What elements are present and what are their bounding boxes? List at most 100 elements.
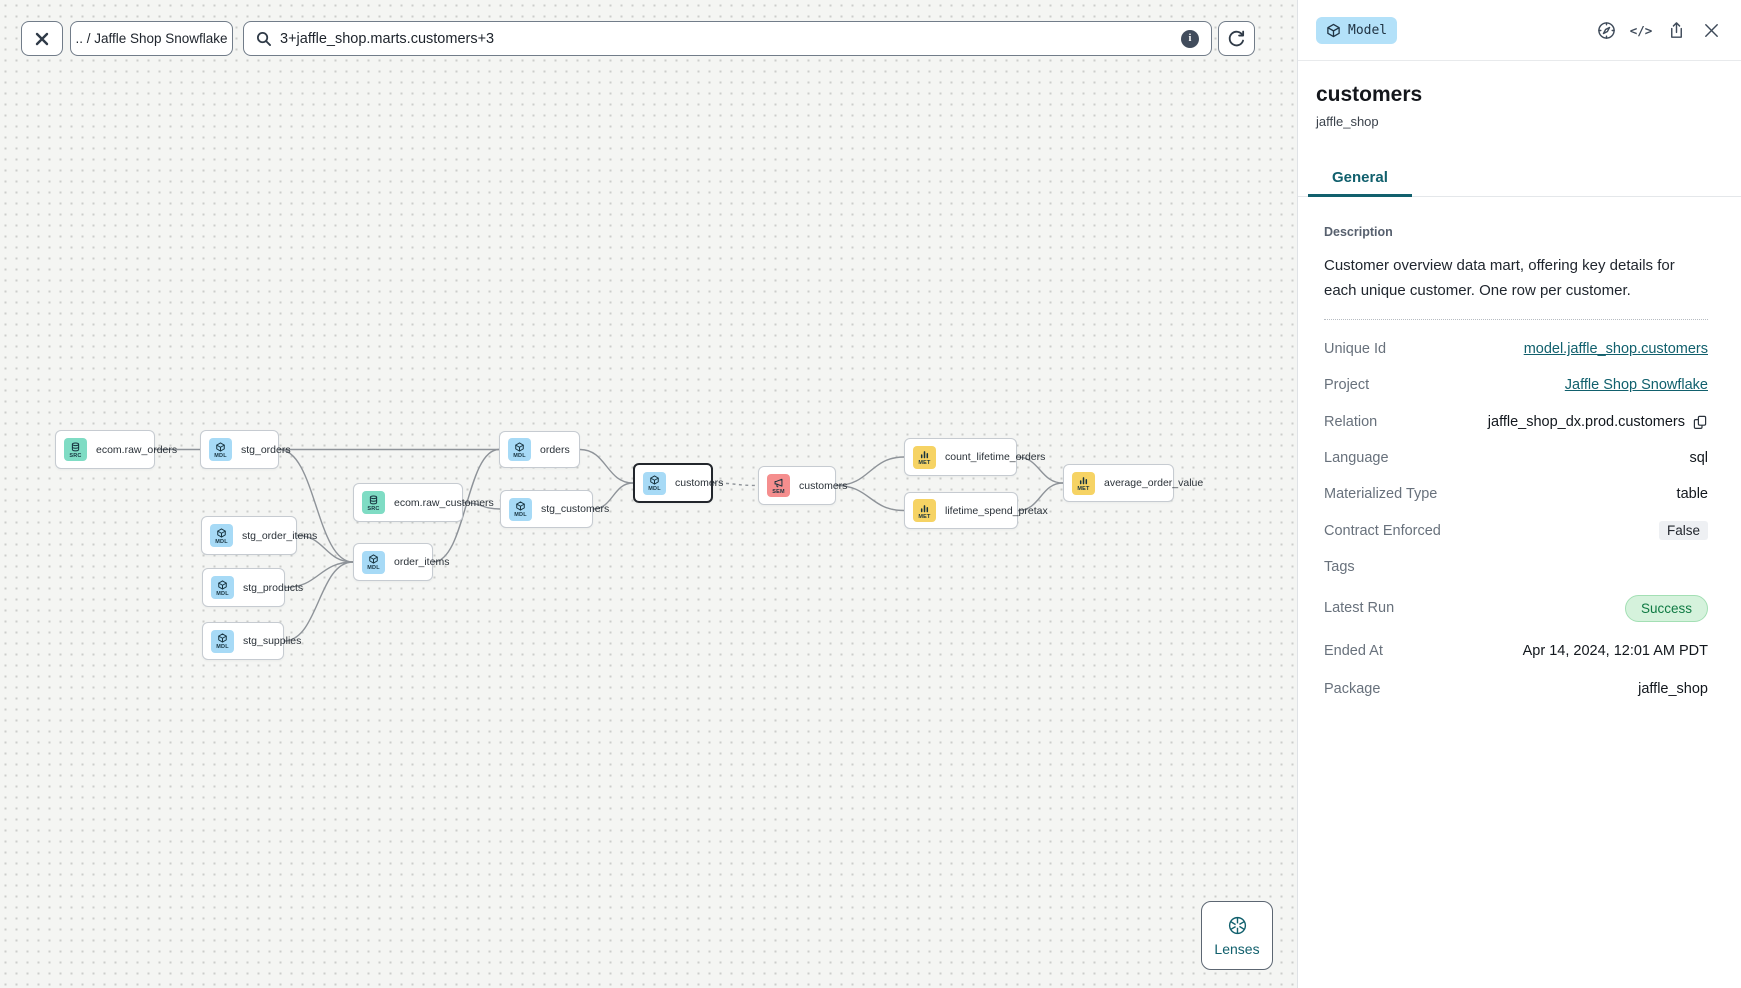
package-value: jaffle_shop: [1638, 681, 1708, 698]
field-label: Relation: [1324, 413, 1378, 430]
node-type-chip: SRC: [362, 491, 385, 514]
graph-edge: [712, 482, 759, 487]
panel-header: Model </>: [1298, 0, 1741, 61]
node-label: lifetime_spend_pretax: [945, 504, 1048, 517]
field-value-project: Jaffle Shop Snowflake: [1565, 377, 1708, 393]
node-type-code: SEM: [772, 488, 785, 495]
node-type-code: SRC: [69, 452, 82, 459]
field-row-project: Project Jaffle Shop Snowflake: [1324, 367, 1708, 403]
database-icon: [70, 441, 81, 452]
lenses-button[interactable]: Lenses: [1201, 901, 1273, 970]
lens-aperture-icon: [1228, 916, 1246, 934]
explore-lineage-button[interactable]: [1594, 18, 1618, 42]
field-label: Materialized Type: [1324, 486, 1438, 503]
graph-edge: [835, 456, 905, 487]
graph-edge: [835, 484, 905, 512]
node-label: average_order_value: [1104, 477, 1204, 489]
graph-edge: [284, 561, 354, 589]
node-type-code: MDL: [648, 486, 661, 492]
cube-icon: [217, 579, 228, 590]
field-value-latest-run: Success: [1624, 594, 1708, 622]
description-text: Customer overview data mart, offering ke…: [1324, 257, 1675, 299]
ended-at-value: Apr 14, 2024, 12:01 AM PDT: [1522, 643, 1708, 660]
copy-icon[interactable]: [1692, 414, 1708, 430]
graph-node-customers[interactable]: MDL customers: [633, 463, 723, 503]
graph-edge: [432, 448, 500, 563]
breadcrumb[interactable]: .. / Jaffle Shop Snowflake: [70, 21, 233, 56]
node-label: stg_orders: [241, 443, 291, 456]
field-value-contract-enforced: False: [1658, 521, 1708, 541]
breadcrumb-label: .. / Jaffle Shop Snowflake: [75, 31, 228, 46]
node-type-code: MET: [918, 460, 931, 466]
field-value-unique-id: model.jaffle_shop.customers: [1524, 341, 1708, 357]
resource-type-label: Model: [1348, 22, 1388, 38]
info-icon[interactable]: i: [1181, 29, 1199, 48]
code-icon: </>: [1629, 22, 1653, 38]
lenses-label: Lenses: [1214, 940, 1260, 957]
section-divider: [1324, 319, 1708, 320]
node-label: stg_supplies: [243, 635, 302, 647]
panel-title-block: customers jaffle_shop: [1298, 61, 1741, 129]
close-lineage-button[interactable]: [21, 21, 63, 56]
search-input[interactable]: [280, 30, 1172, 47]
graph-edge: [1016, 456, 1064, 484]
node-label: stg_customers: [541, 503, 610, 515]
field-label: Ended At: [1324, 643, 1383, 660]
refresh-button[interactable]: [1218, 21, 1255, 56]
project-link[interactable]: Jaffle Shop Snowflake: [1564, 377, 1708, 394]
node-label: customers: [675, 477, 724, 489]
node-type-code: MDL: [514, 512, 527, 518]
cube-icon: [368, 554, 379, 564]
node-type-code: MDL: [214, 452, 227, 459]
node-type-code: MDL: [215, 538, 228, 545]
cube-icon: [514, 441, 525, 452]
graph-edge: [278, 448, 354, 563]
view-code-button[interactable]: </>: [1629, 18, 1653, 42]
share-button[interactable]: [1664, 18, 1688, 42]
bar-chart-icon: [1078, 475, 1089, 485]
cube-icon: [217, 633, 228, 643]
field-value-package: jaffle_shop: [1638, 681, 1708, 697]
graph-node-lifetime_spend_pretax[interactable]: MET lifetime_spend_pretax: [904, 492, 1048, 529]
field-label: Unique Id: [1324, 341, 1387, 358]
node-type-code: MDL: [367, 565, 380, 571]
contract-enforced-chip: False: [1658, 521, 1708, 541]
field-label: Contract Enforced: [1324, 522, 1441, 539]
status-badge: Success: [1624, 594, 1708, 622]
close-panel-button[interactable]: [1699, 18, 1723, 42]
field-row-tags: Tags: [1324, 549, 1708, 585]
node-type-code: MDL: [216, 590, 229, 597]
field-value-language: sql: [1689, 450, 1708, 466]
search-bar[interactable]: i: [243, 21, 1212, 56]
refresh-icon: [1228, 30, 1245, 47]
node-type-chip: MDL: [210, 524, 233, 547]
tab-general[interactable]: General: [1308, 161, 1412, 197]
unique-id-link[interactable]: model.jaffle_shop.customers: [1523, 341, 1708, 358]
graph-node-stg_orders[interactable]: MDL stg_orders: [200, 430, 291, 469]
field-label: Project: [1324, 377, 1370, 394]
cube-icon: [215, 441, 226, 452]
cube-icon: [216, 527, 227, 538]
node-type-code: MET: [918, 513, 931, 520]
cube-icon: [1327, 23, 1340, 37]
graph-node-stg_customers[interactable]: MDL stg_customers: [500, 490, 609, 528]
node-type-chip: MDL: [211, 629, 234, 653]
graph-node-stg_supplies[interactable]: MDL stg_supplies: [202, 622, 301, 660]
compass-icon: [1597, 21, 1615, 39]
node-label: orders: [540, 443, 570, 456]
